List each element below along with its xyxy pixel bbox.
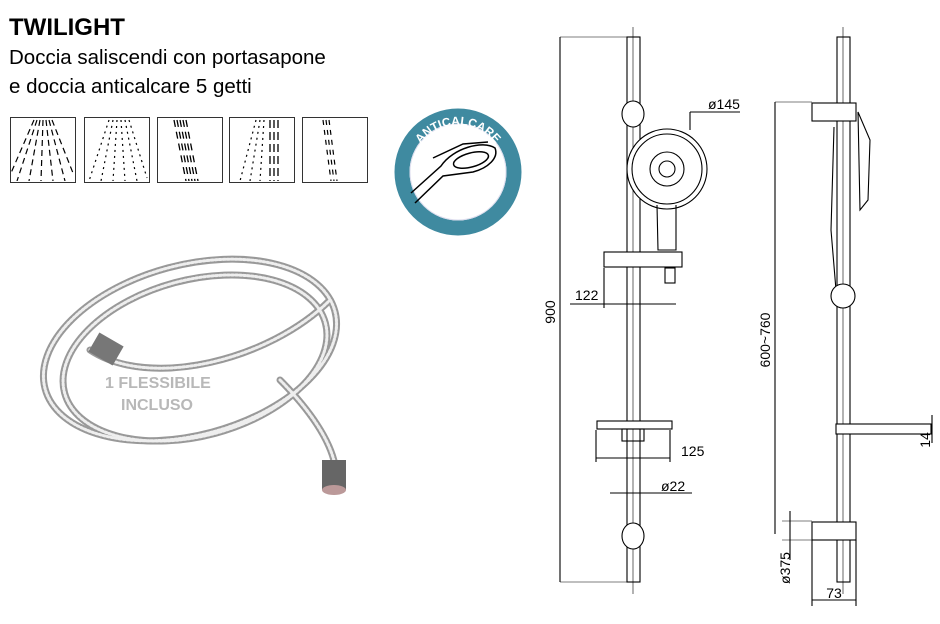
dim-adjust-range: 600~760 (757, 312, 773, 367)
spray-mode-fine-icon (84, 117, 150, 183)
product-description-line2: e doccia anticalcare 5 getti (9, 75, 252, 98)
anticalcare-badge: ANTICALCARE ANTISCALING (394, 108, 522, 236)
dim-height: 900 (542, 300, 558, 324)
dim-wall-depth: 73 (826, 585, 842, 601)
product-title: TWILIGHT (9, 14, 125, 41)
dim-soap-dish: 125 (681, 443, 705, 459)
hand-shower-icon (410, 141, 497, 204)
spray-mode-massage-icon (157, 117, 223, 183)
hose-nut-left (88, 332, 124, 366)
spray-mode-mixed-icon (229, 117, 295, 183)
hose-image (39, 255, 346, 495)
hose-label-line1: 1 FLESSIBILE (105, 375, 211, 392)
dim-head-diameter: ø145 (708, 96, 740, 112)
spray-mode-jet-icon (302, 117, 368, 183)
product-description-line1: Doccia saliscendi con portasapone (9, 46, 326, 69)
hose-label-line2: INCLUSO (121, 397, 193, 414)
dim-bracket: ø375 (777, 552, 793, 584)
spray-mode-wide-icon (10, 117, 76, 183)
dim-bar-diameter: ø22 (661, 478, 685, 494)
dim-dish-thickness: 14 (917, 432, 933, 448)
dim-holder-depth: 122 (575, 287, 599, 303)
